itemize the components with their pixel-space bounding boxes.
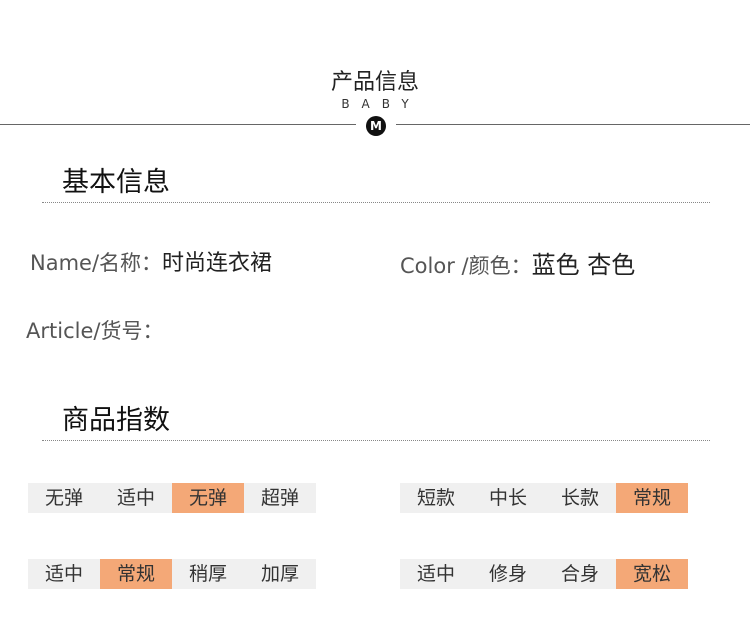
length-option: 短款	[416, 487, 455, 509]
elasticity-scale: 无弹适中无弹超弹	[28, 483, 316, 513]
divider-right	[396, 124, 750, 125]
divider-left	[0, 124, 356, 125]
elasticity-option: 超弹	[260, 487, 299, 509]
fit-option: 合身	[560, 563, 599, 585]
length-option: 长款	[560, 487, 599, 509]
thickness-scale: 适中常规稍厚 加厚	[28, 559, 316, 589]
elasticity-option: 适中	[116, 487, 155, 509]
fit-option: 适中	[416, 563, 455, 585]
color-field: Color /颜色：蓝色 杏色	[400, 245, 635, 280]
header-title: 产品信息	[330, 70, 419, 95]
article-field: Article/货号：	[26, 315, 163, 345]
basic-info-dots	[42, 202, 710, 203]
color-value: 蓝色 杏色	[531, 251, 636, 279]
length-scale: 短款 中长 长款常规	[400, 483, 688, 513]
name-label: Name/名称：	[30, 251, 163, 275]
basic-info-title: 基本信息	[62, 167, 170, 198]
thickness-option: 适中	[44, 563, 83, 585]
elasticity-option: 无弹	[44, 487, 83, 509]
thickness-option: 稍厚	[188, 563, 227, 585]
m-badge: M	[366, 116, 386, 136]
length-option: 常规	[616, 483, 688, 513]
thickness-option: 加厚	[260, 563, 299, 585]
name-field: Name/名称：时尚连衣裙	[30, 245, 272, 277]
fit-option: 修身	[488, 563, 527, 585]
color-label: Color /颜色：	[400, 254, 532, 278]
article-label: Article/货号：	[26, 319, 164, 343]
product-index-dots	[42, 440, 710, 441]
fit-option: 宽松	[616, 559, 688, 589]
product-index-title: 商品指数	[62, 405, 170, 436]
header-subtitle: BABY	[341, 97, 421, 111]
thickness-option: 常规	[100, 559, 172, 589]
length-option: 中长	[488, 487, 527, 509]
name-value: 时尚连衣裙	[162, 251, 273, 276]
fit-scale: 适中 修身 合身宽松	[400, 559, 688, 589]
elasticity-option: 无弹	[172, 483, 244, 513]
